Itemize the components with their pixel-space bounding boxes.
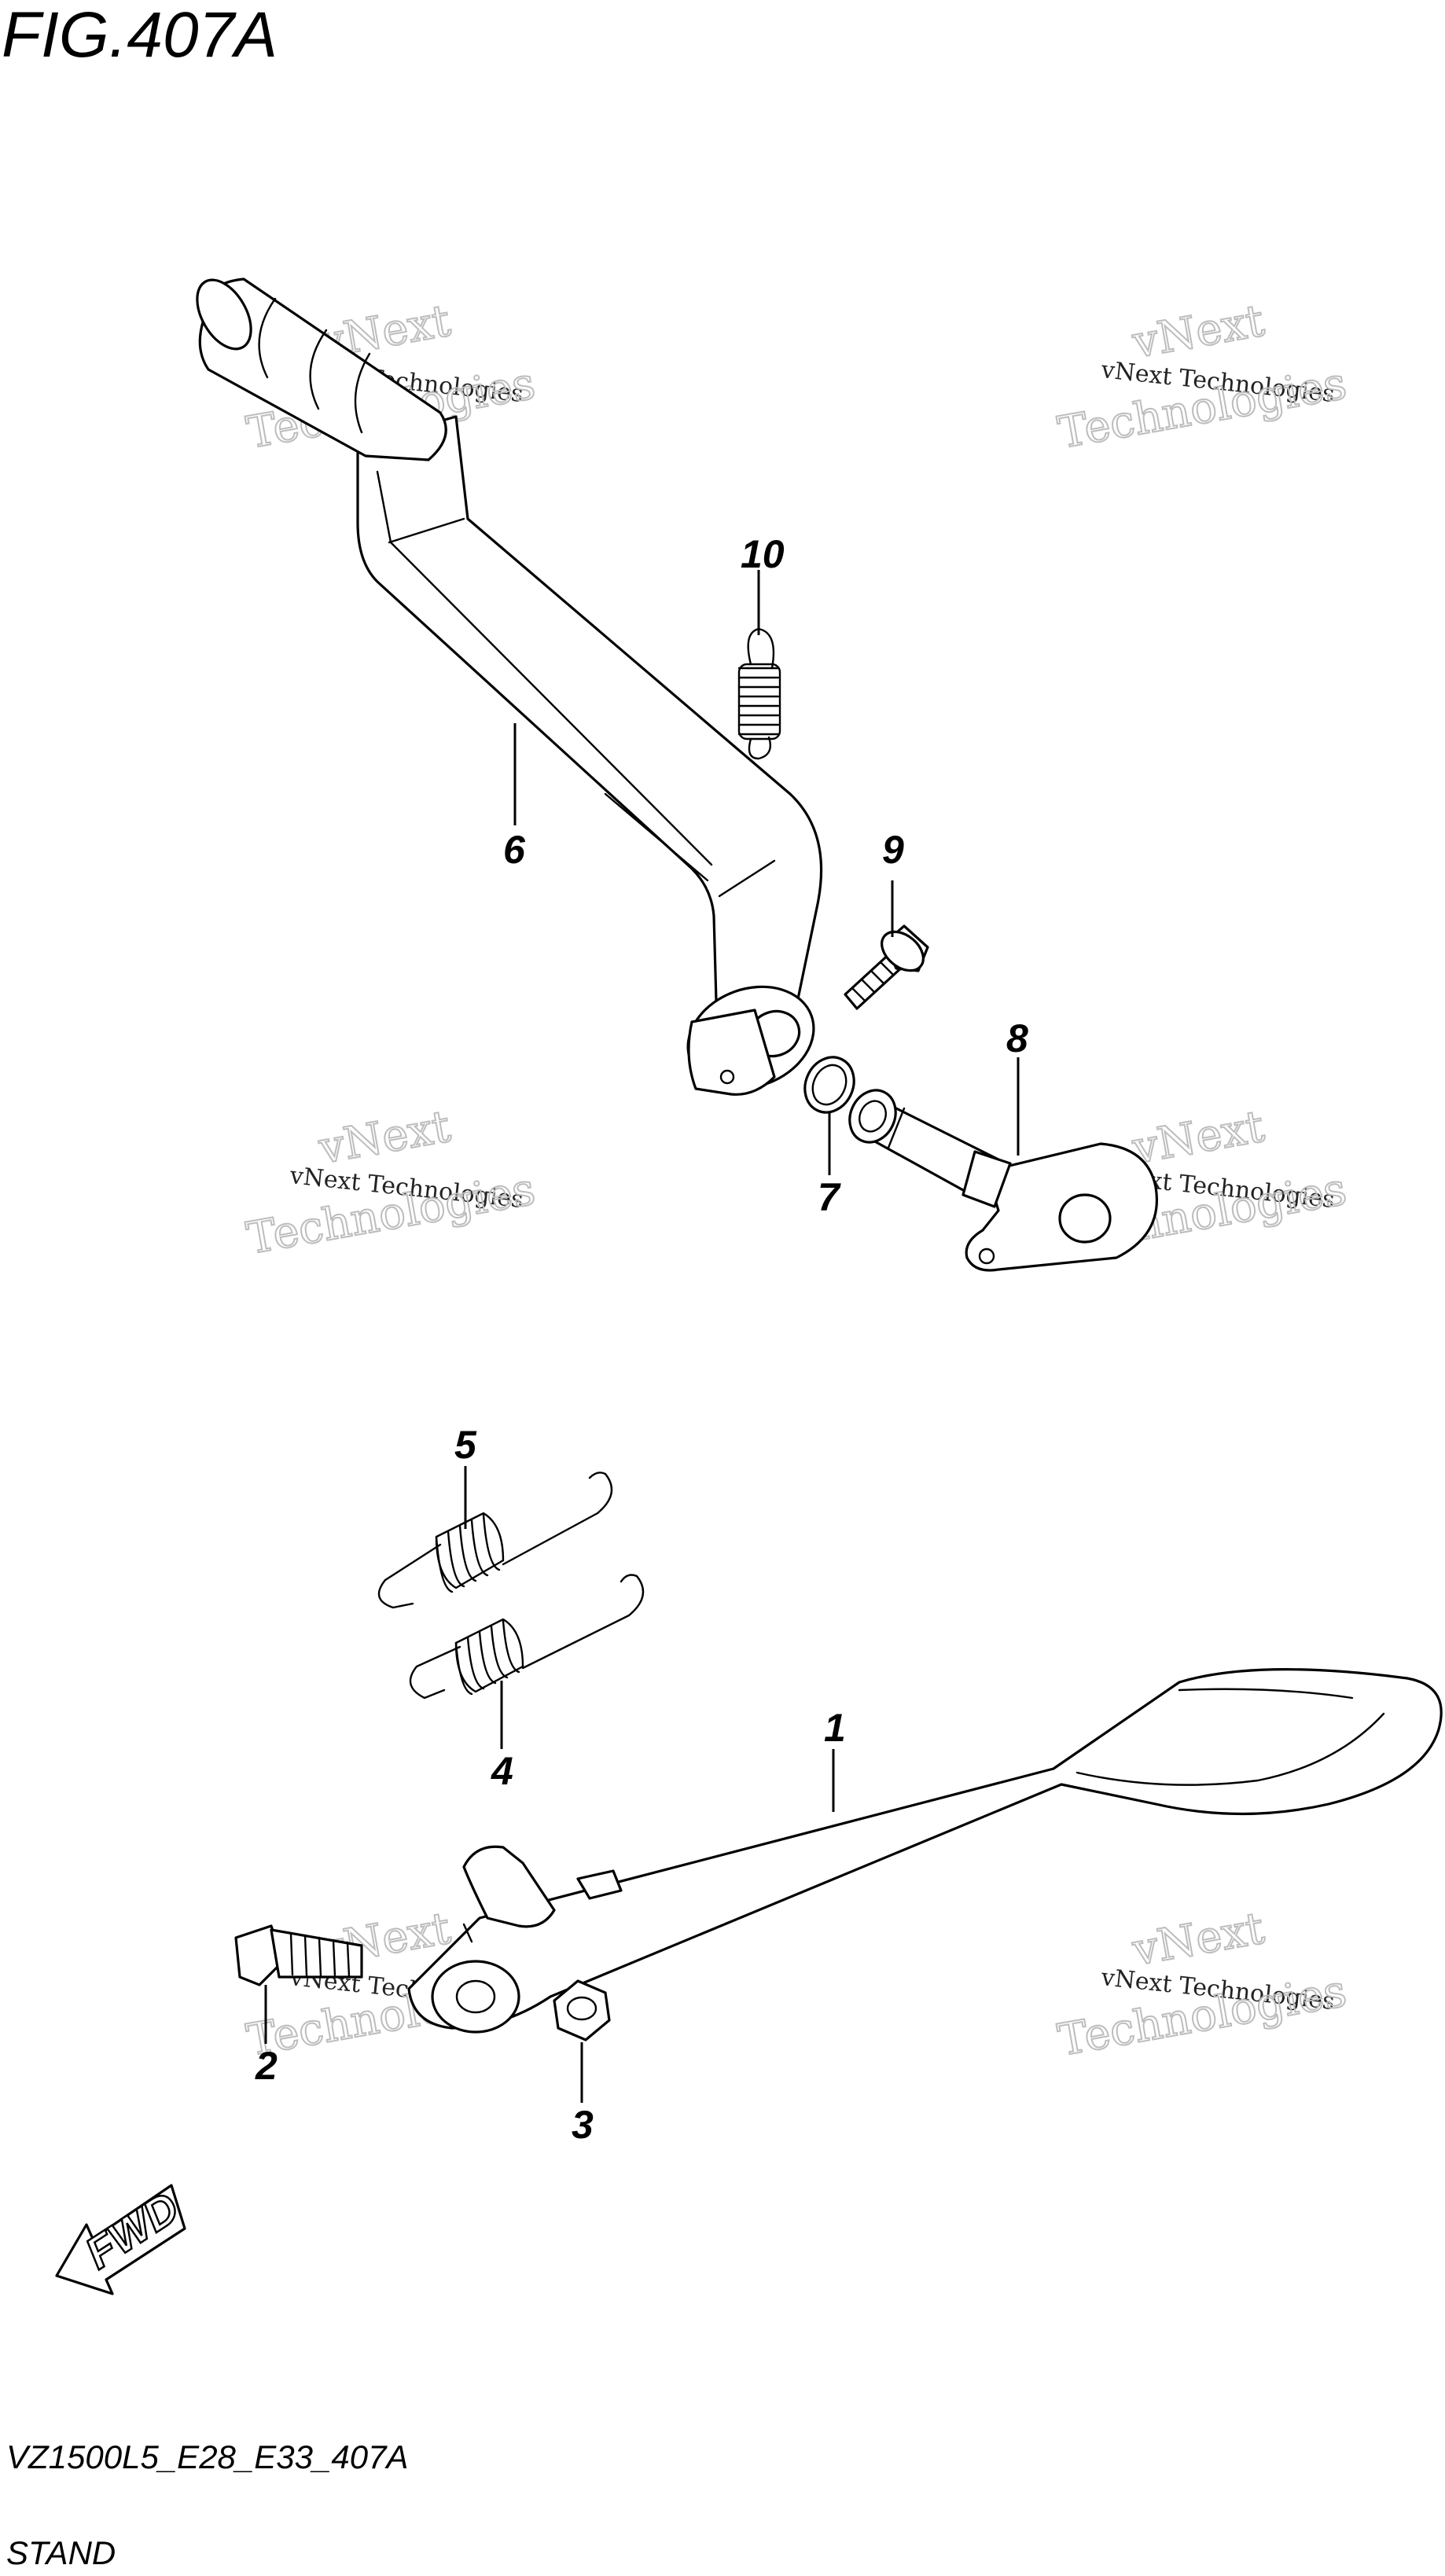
spring-body xyxy=(737,663,781,740)
callout-4: 4 xyxy=(491,1749,513,1793)
bracket-small-hole xyxy=(978,1248,995,1265)
bracket-hole xyxy=(1058,1193,1112,1244)
watermark-line1: vNext xyxy=(314,1101,454,1174)
shaft-end-inner xyxy=(859,1100,887,1133)
clamp-hole xyxy=(719,1069,735,1085)
callout-1: 1 xyxy=(824,1706,846,1750)
section-name: STAND xyxy=(6,2534,116,2571)
peg-ring xyxy=(354,352,371,434)
stand-foot-edge xyxy=(1178,1688,1354,1700)
callout-9: 9 xyxy=(882,828,904,872)
watermark-mid-left: vNext vNext Technologies Technologies xyxy=(242,1101,539,1266)
washer-inner xyxy=(811,1064,848,1106)
shaft-collar xyxy=(961,1150,1012,1208)
callout-2: 2 xyxy=(255,2044,278,2088)
figure-title: FIG.407A xyxy=(2,0,278,71)
callouts: 10 6 9 8 7 5 4 1 2 3 xyxy=(255,532,1028,2147)
spring-4-body xyxy=(454,1618,524,1693)
washer-outer xyxy=(803,1056,855,1114)
stand-leg xyxy=(407,1668,1443,2030)
bolt-2-shank xyxy=(270,1928,363,1979)
peg-ring xyxy=(258,297,277,379)
spring-4-drawing xyxy=(409,1574,645,1700)
fwd-arrow: FWD xyxy=(55,2181,189,2295)
spring-4-hook-right xyxy=(521,1574,645,1670)
gearshift-lever-drawing xyxy=(196,277,823,1096)
nut-3-drawing xyxy=(553,1979,611,2041)
bolt-thread xyxy=(851,961,895,1002)
watermark-line1: vNext xyxy=(1128,1101,1268,1174)
bolt-2-thread xyxy=(289,1932,351,1978)
spring-5-hook-left xyxy=(377,1543,442,1609)
shaft-8-drawing xyxy=(848,1089,1158,1272)
bolt-flange xyxy=(881,930,925,972)
shaft-end xyxy=(848,1089,897,1144)
callout-3: 3 xyxy=(572,2103,594,2147)
lever-arm-edge xyxy=(604,792,709,882)
fwd-arrow-shape xyxy=(55,2184,186,2295)
lever-clamp xyxy=(687,1009,776,1096)
callout-8: 8 xyxy=(1006,1016,1028,1060)
nut-body xyxy=(553,1979,611,2041)
spring-4-coils xyxy=(454,1619,520,1696)
spring-coils xyxy=(737,667,780,736)
bolt-2-drawing xyxy=(234,1924,363,1986)
stand-pivot-boss xyxy=(431,1960,520,2034)
watermark-line1: vNext xyxy=(1128,296,1268,369)
lever-arm-mark xyxy=(388,517,465,544)
leader-lines xyxy=(264,570,1020,2103)
spring-10-drawing xyxy=(737,627,781,760)
stand-spring-tab xyxy=(462,1845,556,1928)
callout-7: 7 xyxy=(818,1175,841,1219)
spring-4-hook-left xyxy=(409,1645,461,1700)
peg-ring xyxy=(309,329,328,410)
callout-5: 5 xyxy=(454,1423,477,1467)
spring-5-body xyxy=(435,1512,505,1589)
spring-hook-top xyxy=(747,627,775,670)
side-stand-drawing xyxy=(407,1668,1443,2034)
bolt-9-drawing xyxy=(844,924,929,1010)
stand-pivot-hole xyxy=(455,1979,496,2014)
spring-5-hook-right xyxy=(502,1472,613,1566)
watermark-top-right: vNext vNext Technologies Technologies xyxy=(1053,295,1351,460)
watermark-line1: vNext xyxy=(1128,1903,1268,1976)
bolt-2-head xyxy=(234,1924,285,1986)
spring-5-coils xyxy=(435,1513,501,1593)
spring-hook-bottom xyxy=(748,736,772,760)
stand-foot-edge xyxy=(1075,1712,1385,1786)
callout-6: 6 xyxy=(503,828,526,872)
stand-lug xyxy=(576,1869,623,1900)
lever-arm xyxy=(356,415,823,1031)
stand-mark xyxy=(462,1923,473,1943)
washer-7-drawing xyxy=(803,1056,855,1114)
lever-foot-peg-end xyxy=(196,278,252,351)
nut-bore xyxy=(566,1996,597,2021)
callout-10: 10 xyxy=(741,532,785,576)
shaft-groove xyxy=(887,1107,906,1149)
lever-arm-mark xyxy=(718,859,776,898)
spring-5-drawing xyxy=(377,1472,613,1609)
model-code: VZ1500L5_E28_E33_407A xyxy=(6,2438,408,2475)
watermark-bottom-right: vNext vNext Technologies Technologies xyxy=(1053,1902,1351,2067)
